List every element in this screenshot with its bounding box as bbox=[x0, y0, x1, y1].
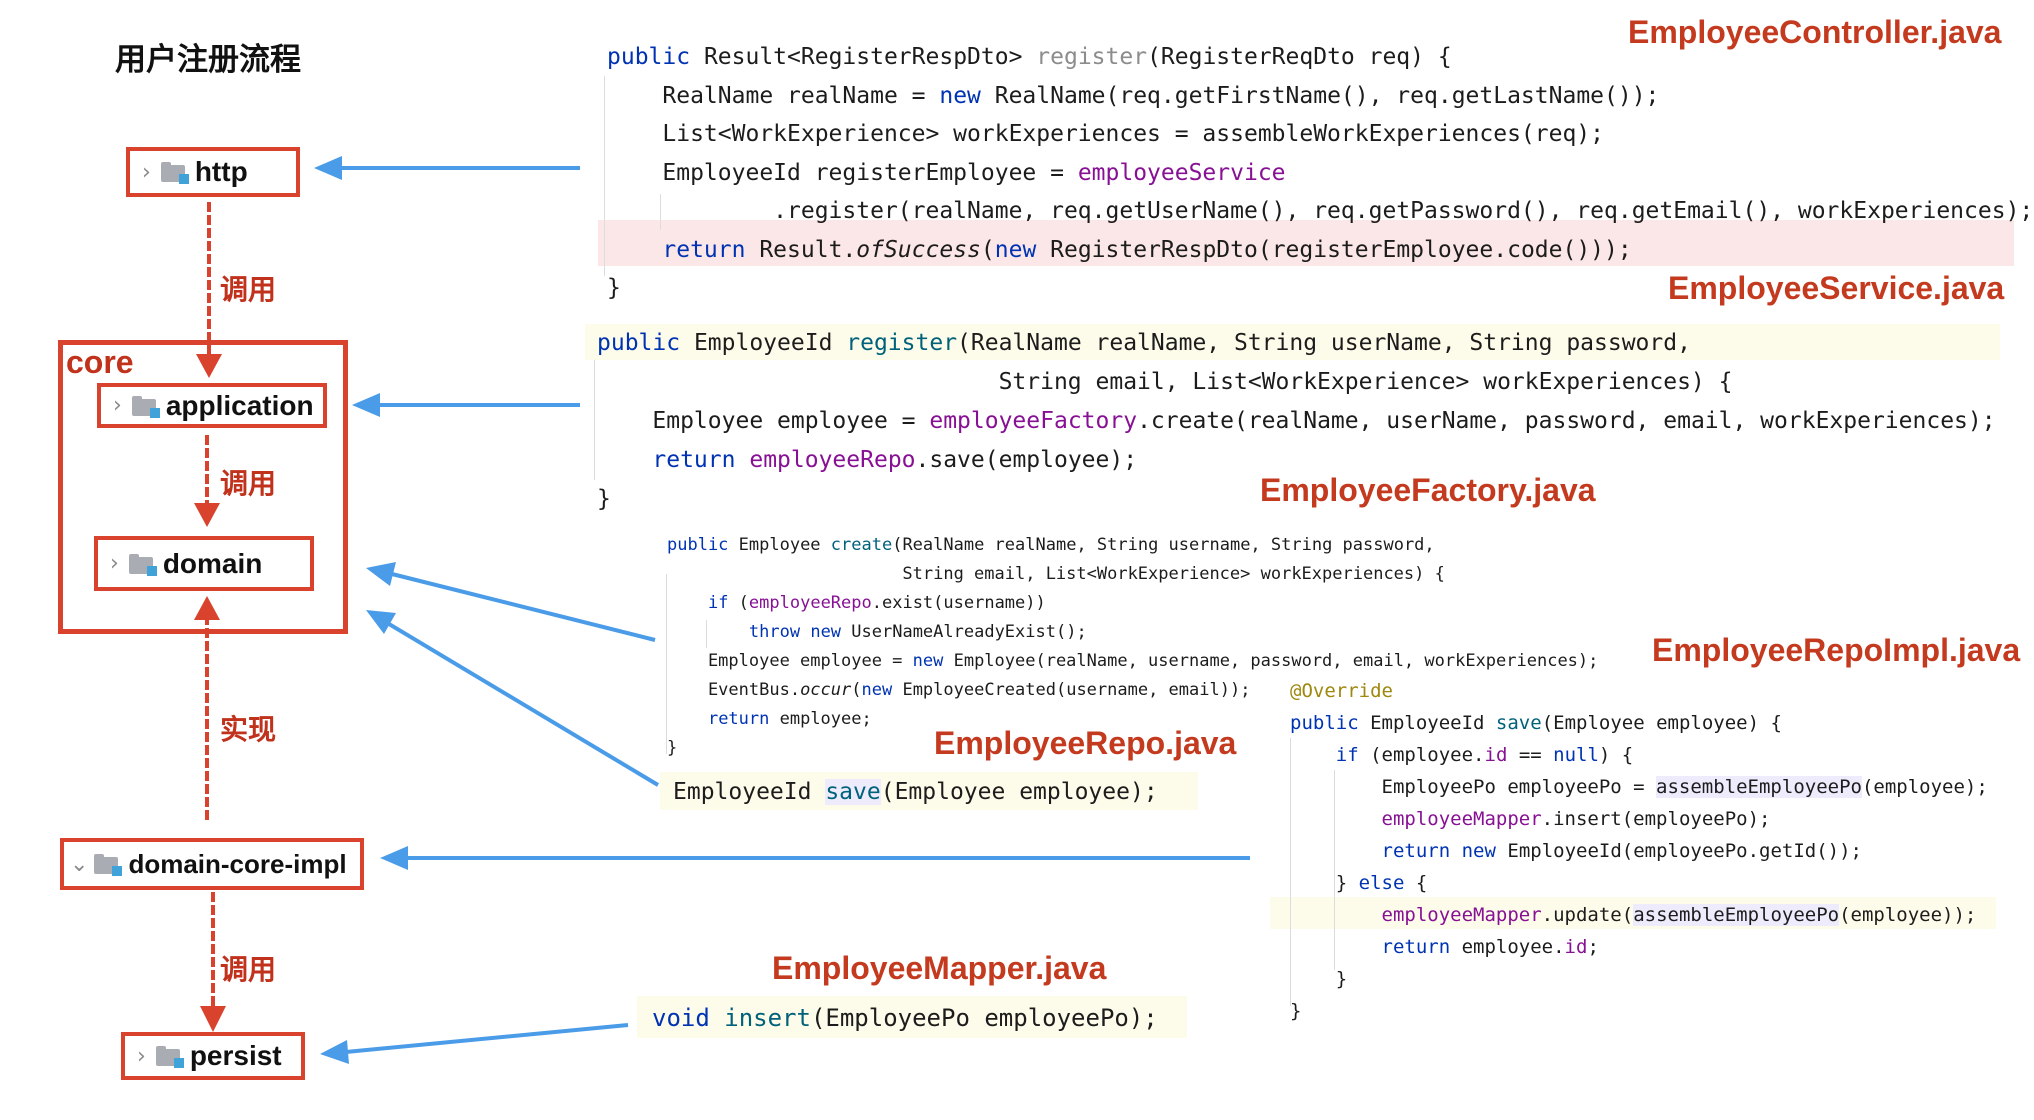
module-http[interactable]: › http bbox=[126, 147, 300, 197]
code-line: employeeMapper.insert(employeePo); bbox=[1381, 808, 1771, 830]
module-persist[interactable]: › persist bbox=[121, 1032, 305, 1080]
code-line: return employee; bbox=[707, 709, 872, 729]
code-line: } bbox=[1290, 968, 1348, 990]
folder-icon bbox=[128, 553, 157, 576]
code-line: Employee employee = employeeFactory.crea… bbox=[597, 408, 1996, 434]
code-line: @Override bbox=[1290, 680, 1393, 702]
file-name-service: EmployeeService.java bbox=[1668, 270, 2005, 306]
code-line: String email, List<WorkExperience> workE… bbox=[597, 369, 1733, 395]
code-line: } bbox=[597, 486, 611, 512]
module-label: application bbox=[165, 389, 314, 421]
folder-icon bbox=[160, 162, 189, 184]
module-label: domain bbox=[162, 547, 263, 579]
file-arrow-repoimpl-impl bbox=[380, 846, 1250, 870]
folder-icon bbox=[94, 854, 123, 876]
code-line: if (employee.id == null) { bbox=[1335, 744, 1634, 766]
folder-icon bbox=[155, 1046, 184, 1068]
indent-guide bbox=[706, 620, 707, 648]
file-arrow-mapper-persist bbox=[320, 1023, 629, 1064]
code-line: void insert(EmployeePo employeePo); bbox=[652, 1004, 1158, 1032]
file-name-controller: EmployeeController.java bbox=[1628, 14, 2002, 50]
call-arrow-impl-persist bbox=[200, 892, 226, 1032]
indent-guide bbox=[660, 194, 661, 230]
chevron-right-icon: › bbox=[110, 551, 119, 576]
code-line: return employee.id; bbox=[1381, 936, 1599, 958]
code-line: public EmployeeId register(RealName real… bbox=[597, 330, 1691, 356]
indent-guide bbox=[666, 574, 667, 754]
code-line: return Result.ofSuccess(new RegisterResp… bbox=[662, 236, 1632, 263]
file-arrow-service-application bbox=[352, 393, 580, 417]
code-highlight-line bbox=[1270, 897, 1996, 929]
code-line: EventBus.occur(new EmployeeCreated(usern… bbox=[667, 680, 1251, 700]
relation-label-implement: 实现 bbox=[220, 713, 277, 746]
code-line: } bbox=[1290, 1000, 1302, 1022]
core-group bbox=[58, 340, 348, 634]
code-line: EmployeeId registerEmployee = employeeSe… bbox=[607, 159, 1286, 186]
chevron-right-icon: › bbox=[142, 159, 151, 185]
implement-arrow-impl-domain bbox=[194, 596, 220, 820]
folder-icon bbox=[131, 395, 160, 418]
module-label: http bbox=[194, 156, 248, 187]
code-line: public EmployeeId save(Employee employee… bbox=[1290, 712, 1782, 734]
code-line: return new EmployeeId(employeePo.getId()… bbox=[1381, 840, 1862, 862]
code-line: EmployeePo employeePo = assembleEmployee… bbox=[1290, 776, 1988, 798]
code-line: public Result<RegisterRespDto> register(… bbox=[607, 44, 1452, 70]
code-line: } else { bbox=[1290, 872, 1428, 894]
relation-label-call: 调用 bbox=[220, 273, 277, 306]
indent-guide bbox=[1290, 738, 1291, 1006]
file-arrow-factory-domain bbox=[366, 562, 656, 642]
file-name-repo: EmployeeRepo.java bbox=[934, 725, 1237, 761]
code-line: throw new UserNameAlreadyExist(); bbox=[748, 622, 1087, 642]
code-line: String email, List<WorkExperience> workE… bbox=[667, 564, 1445, 584]
module-application[interactable]: › application bbox=[97, 383, 327, 428]
module-domain-core-impl[interactable]: ⌄ domain-core-impl bbox=[60, 838, 364, 890]
file-name-repo-impl: EmployeeRepoImpl.java bbox=[1652, 632, 2021, 668]
module-domain[interactable]: › domain bbox=[94, 536, 314, 591]
core-label: core bbox=[66, 344, 134, 380]
code-highlight-signature bbox=[585, 324, 2000, 360]
code-line: EmployeeId save(Employee employee); bbox=[673, 779, 1158, 805]
chevron-right-icon: › bbox=[137, 1043, 146, 1069]
code-line: return employeeRepo.save(employee); bbox=[652, 447, 1138, 473]
indent-guide bbox=[604, 76, 605, 276]
chevron-down-icon: ⌄ bbox=[70, 851, 89, 877]
code-highlight-return bbox=[598, 220, 2014, 266]
chevron-right-icon: › bbox=[113, 393, 122, 418]
code-box-mapper bbox=[637, 996, 1187, 1038]
code-box-repo bbox=[660, 772, 1198, 810]
file-name-mapper: EmployeeMapper.java bbox=[772, 950, 1107, 986]
relation-label-call: 调用 bbox=[220, 953, 277, 986]
page-title: 用户注册流程 bbox=[115, 42, 301, 78]
code-line: Employee employee = new Employee(realNam… bbox=[667, 651, 1599, 671]
file-arrow-repo-domain bbox=[366, 610, 660, 787]
code-line: List<WorkExperience> workExperiences = a… bbox=[607, 121, 1604, 147]
code-line: .register(realName, req.getUserName(), r… bbox=[607, 198, 2034, 224]
relation-label-call: 调用 bbox=[220, 467, 277, 500]
module-label: domain-core-impl bbox=[128, 848, 347, 879]
code-line: } bbox=[607, 275, 621, 301]
call-arrow-http-application bbox=[196, 202, 222, 378]
code-line: RealName realName = new RealName(req.get… bbox=[607, 82, 1660, 109]
call-arrow-application-domain bbox=[194, 435, 220, 527]
file-name-factory: EmployeeFactory.java bbox=[1260, 472, 1596, 508]
indent-guide bbox=[1334, 770, 1335, 970]
code-line: employeeMapper.update(assembleEmployeePo… bbox=[1381, 904, 1977, 926]
code-line: if (employeeRepo.exist(username)) bbox=[707, 593, 1046, 613]
code-line: public Employee create(RealName realName… bbox=[667, 535, 1435, 555]
indent-guide bbox=[594, 360, 595, 480]
code-line: } bbox=[667, 738, 678, 758]
module-label: persist bbox=[189, 1040, 282, 1071]
file-arrow-controller-http bbox=[314, 156, 580, 180]
